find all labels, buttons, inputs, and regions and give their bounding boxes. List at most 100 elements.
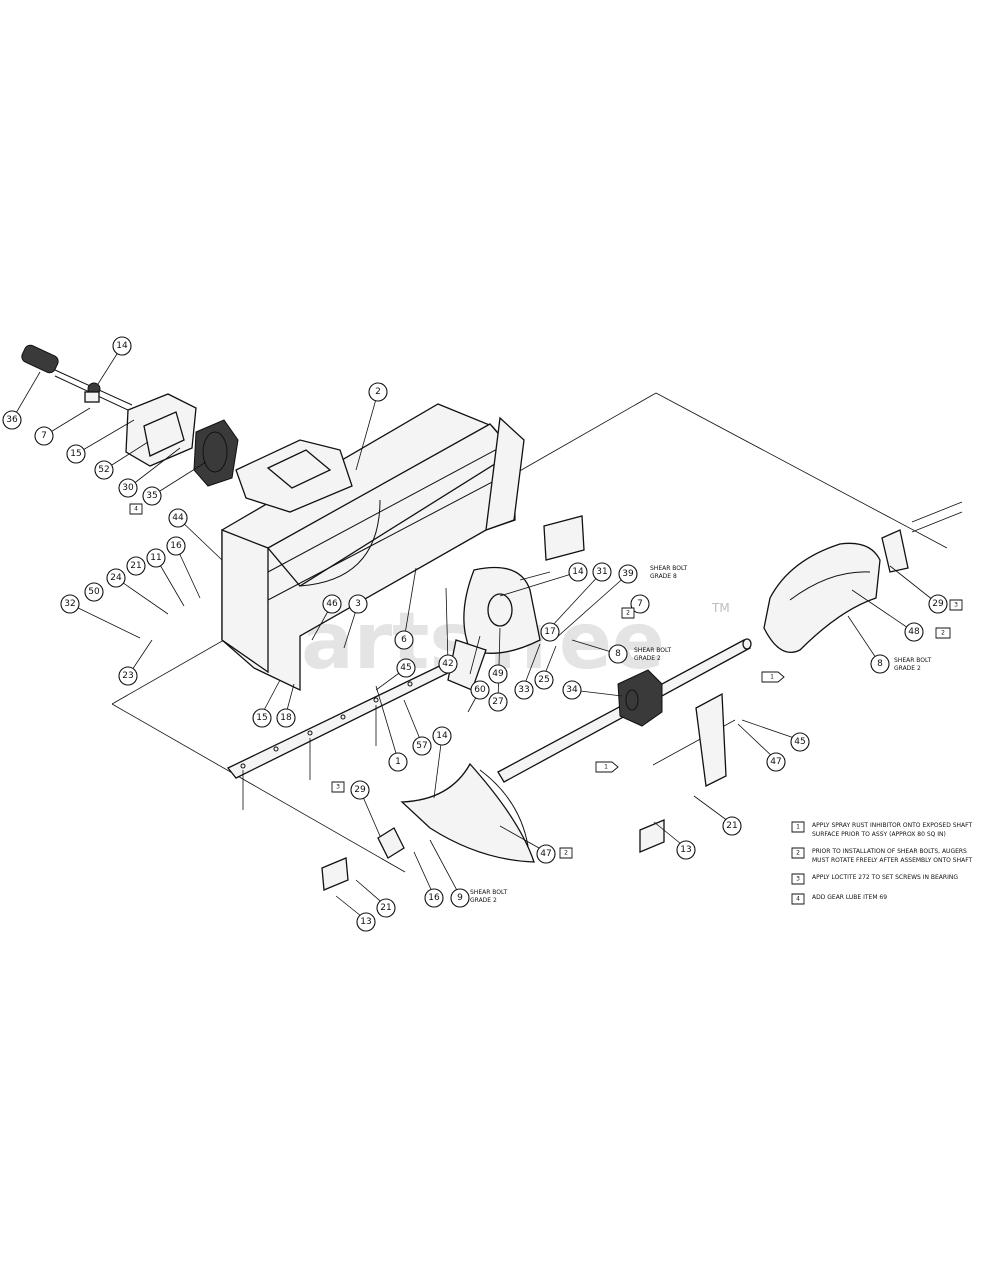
callout-33: 33 bbox=[514, 680, 534, 700]
svg-text:42: 42 bbox=[442, 659, 453, 669]
svg-text:3: 3 bbox=[355, 599, 361, 609]
callout-30: 30 bbox=[118, 478, 138, 498]
callout-27: 27 bbox=[488, 692, 508, 712]
svg-text:2: 2 bbox=[796, 850, 800, 857]
svg-text:16: 16 bbox=[170, 541, 182, 551]
svg-text:APPLY LOCTITE 272 TO SET SCREW: APPLY LOCTITE 272 TO SET SCREWS IN BEARI… bbox=[812, 874, 958, 881]
callout-57: 57 bbox=[412, 736, 432, 756]
side-bracket-right bbox=[543, 501, 963, 787]
flag-shaft-right: 1 bbox=[761, 671, 785, 683]
svg-text:49: 49 bbox=[492, 669, 504, 679]
svg-text:13: 13 bbox=[680, 845, 691, 855]
svg-text:45: 45 bbox=[400, 663, 411, 673]
callout-7-top: 7 bbox=[34, 426, 54, 446]
callout-46: 46 bbox=[322, 594, 342, 614]
note-2: 2 PRIOR TO INSTALLATION OF SHEAR BOLTS, … bbox=[791, 847, 973, 864]
svg-text:4: 4 bbox=[134, 506, 138, 513]
callout-49: 49 bbox=[488, 664, 508, 684]
svg-text:35: 35 bbox=[146, 491, 157, 501]
svg-text:3: 3 bbox=[796, 876, 800, 883]
callout-29-right: 29 bbox=[928, 594, 948, 614]
svg-text:GRADE 2: GRADE 2 bbox=[634, 655, 661, 662]
callout-50: 50 bbox=[84, 582, 104, 602]
gearbox bbox=[617, 669, 663, 727]
callout-60: 60 bbox=[470, 680, 490, 700]
pulley-housing bbox=[125, 393, 239, 487]
callout-11: 11 bbox=[146, 548, 166, 568]
svg-text:24: 24 bbox=[110, 573, 122, 583]
svg-text:23: 23 bbox=[122, 671, 133, 681]
svg-text:14: 14 bbox=[572, 567, 584, 577]
callout-21-low: 21 bbox=[376, 898, 396, 918]
callout-21-left: 21 bbox=[126, 556, 146, 576]
callout-9: 9 bbox=[450, 888, 470, 908]
svg-text:30: 30 bbox=[122, 483, 134, 493]
svg-text:SURFACE PRIOR TO ASSY (APPROX: SURFACE PRIOR TO ASSY (APPROX 80 SQ IN) bbox=[812, 831, 946, 838]
callout-39: 39 bbox=[618, 564, 638, 584]
callout-16-low: 16 bbox=[424, 888, 444, 908]
svg-text:2: 2 bbox=[375, 387, 381, 397]
callout-15-mid: 15 bbox=[252, 708, 272, 728]
svg-text:16: 16 bbox=[428, 893, 440, 903]
note-4: 4 ADD GEAR LUBE ITEM 69 bbox=[791, 893, 887, 905]
auger-housing bbox=[221, 403, 525, 692]
svg-text:11: 11 bbox=[150, 553, 161, 563]
callout-17: 17 bbox=[540, 622, 560, 642]
callouts: 14 36 7 15 52 30 35 2 44 16 11 24 21 50 … bbox=[2, 336, 948, 932]
svg-text:31: 31 bbox=[596, 567, 607, 577]
svg-text:17: 17 bbox=[544, 627, 555, 637]
svg-text:7: 7 bbox=[637, 599, 643, 609]
svg-text:2: 2 bbox=[626, 610, 630, 617]
callout-14-mid: 14 bbox=[568, 562, 588, 582]
callout-8-mid: 8 bbox=[608, 644, 628, 664]
callout-23: 23 bbox=[118, 666, 138, 686]
svg-text:34: 34 bbox=[566, 685, 578, 695]
callout-14-top: 14 bbox=[112, 336, 132, 356]
svg-text:47: 47 bbox=[540, 849, 551, 859]
svg-text:18: 18 bbox=[280, 713, 292, 723]
svg-text:15: 15 bbox=[256, 713, 267, 723]
svg-text:15: 15 bbox=[70, 449, 81, 459]
svg-text:1: 1 bbox=[395, 757, 401, 767]
svg-text:1: 1 bbox=[770, 674, 774, 681]
callout-45-right: 45 bbox=[790, 732, 810, 752]
svg-text:GRADE 8: GRADE 8 bbox=[650, 573, 677, 580]
callout-2-top: 2 bbox=[368, 382, 388, 402]
watermark-tm: TM bbox=[711, 601, 730, 615]
svg-text:50: 50 bbox=[88, 587, 100, 597]
svg-text:GRADE 2: GRADE 2 bbox=[894, 665, 921, 672]
svg-text:14: 14 bbox=[116, 341, 128, 351]
svg-text:6: 6 bbox=[401, 635, 407, 645]
shear-bolt-labels: SHEAR BOLT GRADE 8 SHEAR BOLT GRADE 2 SH… bbox=[470, 565, 932, 904]
svg-text:21: 21 bbox=[380, 903, 391, 913]
svg-text:25: 25 bbox=[538, 675, 549, 685]
svg-text:21: 21 bbox=[726, 821, 737, 831]
callout-6: 6 bbox=[394, 630, 414, 650]
svg-text:14: 14 bbox=[436, 731, 448, 741]
svg-text:MUST ROTATE FREELY AFTER ASSEM: MUST ROTATE FREELY AFTER ASSEMBLY ONTO S… bbox=[812, 857, 973, 864]
driveshaft-assembly bbox=[21, 344, 133, 411]
callout-31: 31 bbox=[592, 562, 612, 582]
svg-text:1: 1 bbox=[604, 764, 608, 771]
svg-text:1: 1 bbox=[796, 824, 800, 831]
svg-text:3: 3 bbox=[954, 602, 958, 609]
svg-text:8: 8 bbox=[877, 659, 883, 669]
impeller bbox=[447, 566, 541, 691]
svg-text:ADD GEAR LUBE ITEM 69: ADD GEAR LUBE ITEM 69 bbox=[812, 894, 887, 901]
note-3: 3 APPLY LOCTITE 272 TO SET SCREWS IN BEA… bbox=[791, 873, 958, 885]
flag-right-bearing: 3 bbox=[949, 599, 963, 611]
svg-text:21: 21 bbox=[130, 561, 141, 571]
flag-shaft: 1 bbox=[595, 761, 619, 773]
svg-text:46: 46 bbox=[326, 599, 338, 609]
callout-16-top: 16 bbox=[166, 536, 186, 556]
svg-text:3: 3 bbox=[336, 784, 340, 791]
note-1: 1 APPLY SPRAY RUST INHIBITOR ONTO EXPOSE… bbox=[791, 821, 972, 838]
svg-text:45: 45 bbox=[794, 737, 805, 747]
flag-gearbox: 4 bbox=[129, 503, 143, 515]
svg-text:48: 48 bbox=[908, 627, 920, 637]
svg-text:33: 33 bbox=[518, 685, 529, 695]
svg-text:29: 29 bbox=[932, 599, 944, 609]
svg-text:44: 44 bbox=[172, 513, 184, 523]
auger-right bbox=[763, 542, 881, 654]
